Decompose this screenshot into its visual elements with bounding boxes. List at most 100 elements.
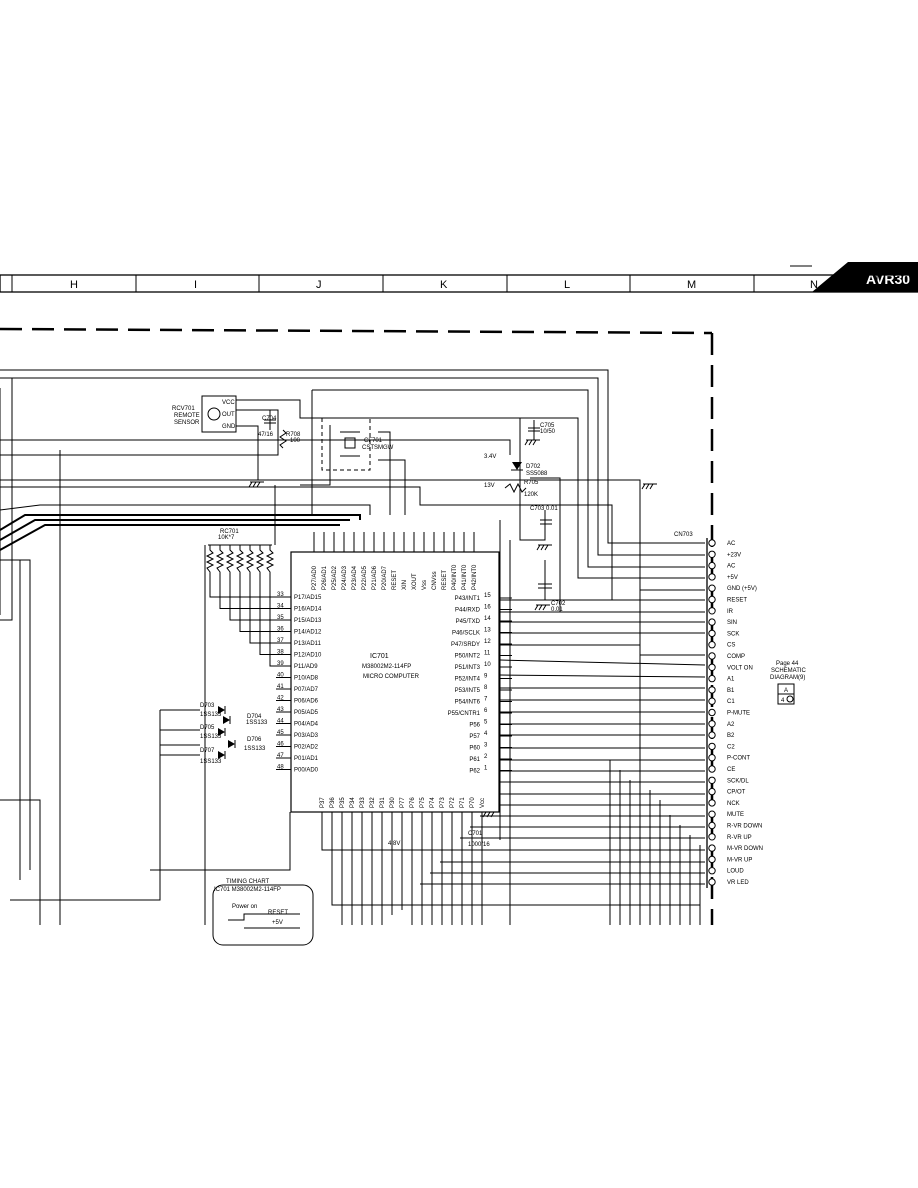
voltage-4v8: 4.8V: [388, 841, 400, 847]
ic-right-pin-label: P43/INT1: [455, 596, 481, 602]
diode-ref: D706: [247, 737, 262, 743]
c704-ref: C704: [262, 416, 277, 422]
diode-value: 1SS133: [200, 712, 222, 718]
ic-bottom-pin-label: P73: [440, 797, 446, 808]
c705: C705 10/50: [528, 420, 556, 440]
page-ref-line1: Page 44: [776, 661, 799, 667]
cn703-pin-label: M-VR DOWN: [727, 846, 763, 852]
cn703-pin-label: IR: [727, 609, 734, 615]
rc701-resistor: [235, 545, 276, 632]
ic-top-pin-label: CNVss: [432, 571, 438, 590]
ic-top-pin-label: P40/INT0: [452, 564, 458, 590]
cn703-pin: [708, 776, 716, 784]
diode-ref: D703: [200, 703, 215, 709]
ic-top-pin-label: P26/AD1: [322, 565, 328, 590]
diode-symbol: [218, 751, 225, 759]
ic-top-pin-label: Vss: [422, 580, 428, 590]
cn703-pin: [708, 686, 716, 694]
ic-bottom-pin-label: P35: [340, 797, 346, 808]
c702-value: 0.01: [551, 607, 563, 613]
grid-col-h: H: [70, 279, 78, 291]
voltage-13v: 13V: [484, 483, 495, 489]
cn703-pin-label: LOUD: [727, 869, 744, 875]
timing-title: TIMING CHART: [226, 879, 270, 885]
ic-bottom-pin-label: P72: [450, 797, 456, 808]
c703-label: C703 0.01: [530, 506, 558, 512]
rc701-value: 10K*7: [218, 535, 235, 541]
rc701-resistor: [265, 545, 276, 667]
page-ref-line3: DIAGRAM(9): [770, 675, 805, 681]
cn703-pin: [708, 674, 716, 683]
ic-desc: MICRO COMPUTER: [363, 674, 420, 680]
ic-left-pin-number: 45: [277, 730, 284, 736]
cn703-pin-label: B2: [727, 733, 735, 739]
grid-col-i: I: [194, 279, 197, 291]
page-ref-box-bottom: 4: [781, 698, 785, 704]
ic-left-pin-number: 48: [277, 765, 284, 771]
ic-bottom-pin-label: P34: [350, 797, 356, 808]
ic-right-pin-label: P45/TXD: [456, 619, 481, 625]
page-ref-line2: SCHEMATIC: [771, 668, 807, 674]
diode-value: 1SS133: [200, 759, 222, 765]
ic-top-pin-label: RESET: [392, 570, 398, 590]
ic-left-pin-label: P14/AD12: [294, 630, 322, 636]
cn703-pin-label: SCK/DL: [727, 778, 749, 784]
cn703-pin-label: CP/OT: [727, 790, 746, 796]
cn703-pin-label: AC: [727, 541, 736, 547]
cn703-pin: [708, 810, 716, 818]
ic-bottom-pin-label: P75: [420, 797, 426, 808]
ic-left-pin-label: P10/AD8: [294, 676, 319, 682]
page-ref-box-top: A: [784, 688, 788, 694]
ic-right-pin-number: 4: [484, 731, 488, 737]
ic-right-pin-label: P55/CNTR1: [448, 711, 481, 717]
ic-left-pin-label: P16/AD14: [294, 607, 322, 613]
cn703-pin: [708, 731, 716, 739]
model-title: AVR30: [866, 271, 910, 287]
cn703-pin-label: C1: [727, 699, 735, 705]
ic-right-pin-label: P50/INT2: [455, 654, 481, 660]
ic-top-pin-label: P24/AD3: [342, 565, 348, 590]
ic-left-pin-number: 43: [277, 707, 284, 713]
diode-symbol: [228, 740, 235, 748]
r705-ref: R705: [524, 480, 539, 486]
ic-top-pin-label: P23/AD4: [352, 565, 358, 590]
ic-part: M38002M2-114FP: [362, 664, 411, 670]
ic-top-pin-label: P21/AD6: [372, 565, 378, 590]
ic-left-pin-label: P02/AD2: [294, 745, 319, 751]
rc701-resistor: [245, 545, 276, 644]
ic-bottom-pin-label: Vcc: [480, 798, 486, 808]
ic-right-pin-number: 1: [484, 766, 488, 772]
cn703-pin: [708, 641, 716, 649]
timing-5v: +5V: [272, 920, 283, 926]
cn703-pin: [708, 720, 716, 728]
ic-top-pin-label: P27/AD0: [312, 565, 318, 590]
ic-bottom-pin-label: P31: [380, 797, 386, 808]
grid-col-k: K: [440, 279, 448, 291]
ic-bottom-pin-label: P70: [470, 797, 476, 808]
ic-left-pin-label: P13/AD11: [294, 641, 322, 647]
ic-right-pin-label: P62: [469, 769, 480, 775]
cn703-ref: CN703: [674, 532, 693, 538]
cn703-pin-label: AC: [727, 564, 736, 570]
cn703-pin-label: A2: [727, 722, 735, 728]
diode-value: 1SS133: [244, 746, 266, 752]
ic-left-pin-number: 46: [277, 742, 284, 748]
cn703-pin-label: NCK: [727, 801, 740, 807]
d702-ref: D702: [526, 464, 541, 470]
cn703-pin-label: +23V: [727, 552, 741, 558]
ic-left-pin-label: P06/AD6: [294, 699, 319, 705]
ic-right-pin-label: P53/INT5: [455, 688, 481, 694]
r708-value: 100: [290, 438, 301, 444]
ic-left-pin-number: 42: [277, 696, 284, 702]
ic-bottom-pin-label: P74: [430, 797, 436, 808]
grid-col-j: J: [316, 279, 322, 291]
diode-value: 1SS133: [246, 720, 268, 726]
c702-ref: C702: [551, 601, 566, 607]
ic-right-pin-label: P52/INT4: [455, 677, 481, 683]
page-reference: Page 44 SCHEMATIC DIAGRAM(9) A 4: [770, 661, 807, 705]
ic-left-pin-number: 35: [277, 615, 284, 621]
grid-col-n: N: [810, 279, 818, 291]
ic-left-pin-label: P01/AD1: [294, 756, 319, 762]
cn703-pin: [708, 855, 716, 864]
